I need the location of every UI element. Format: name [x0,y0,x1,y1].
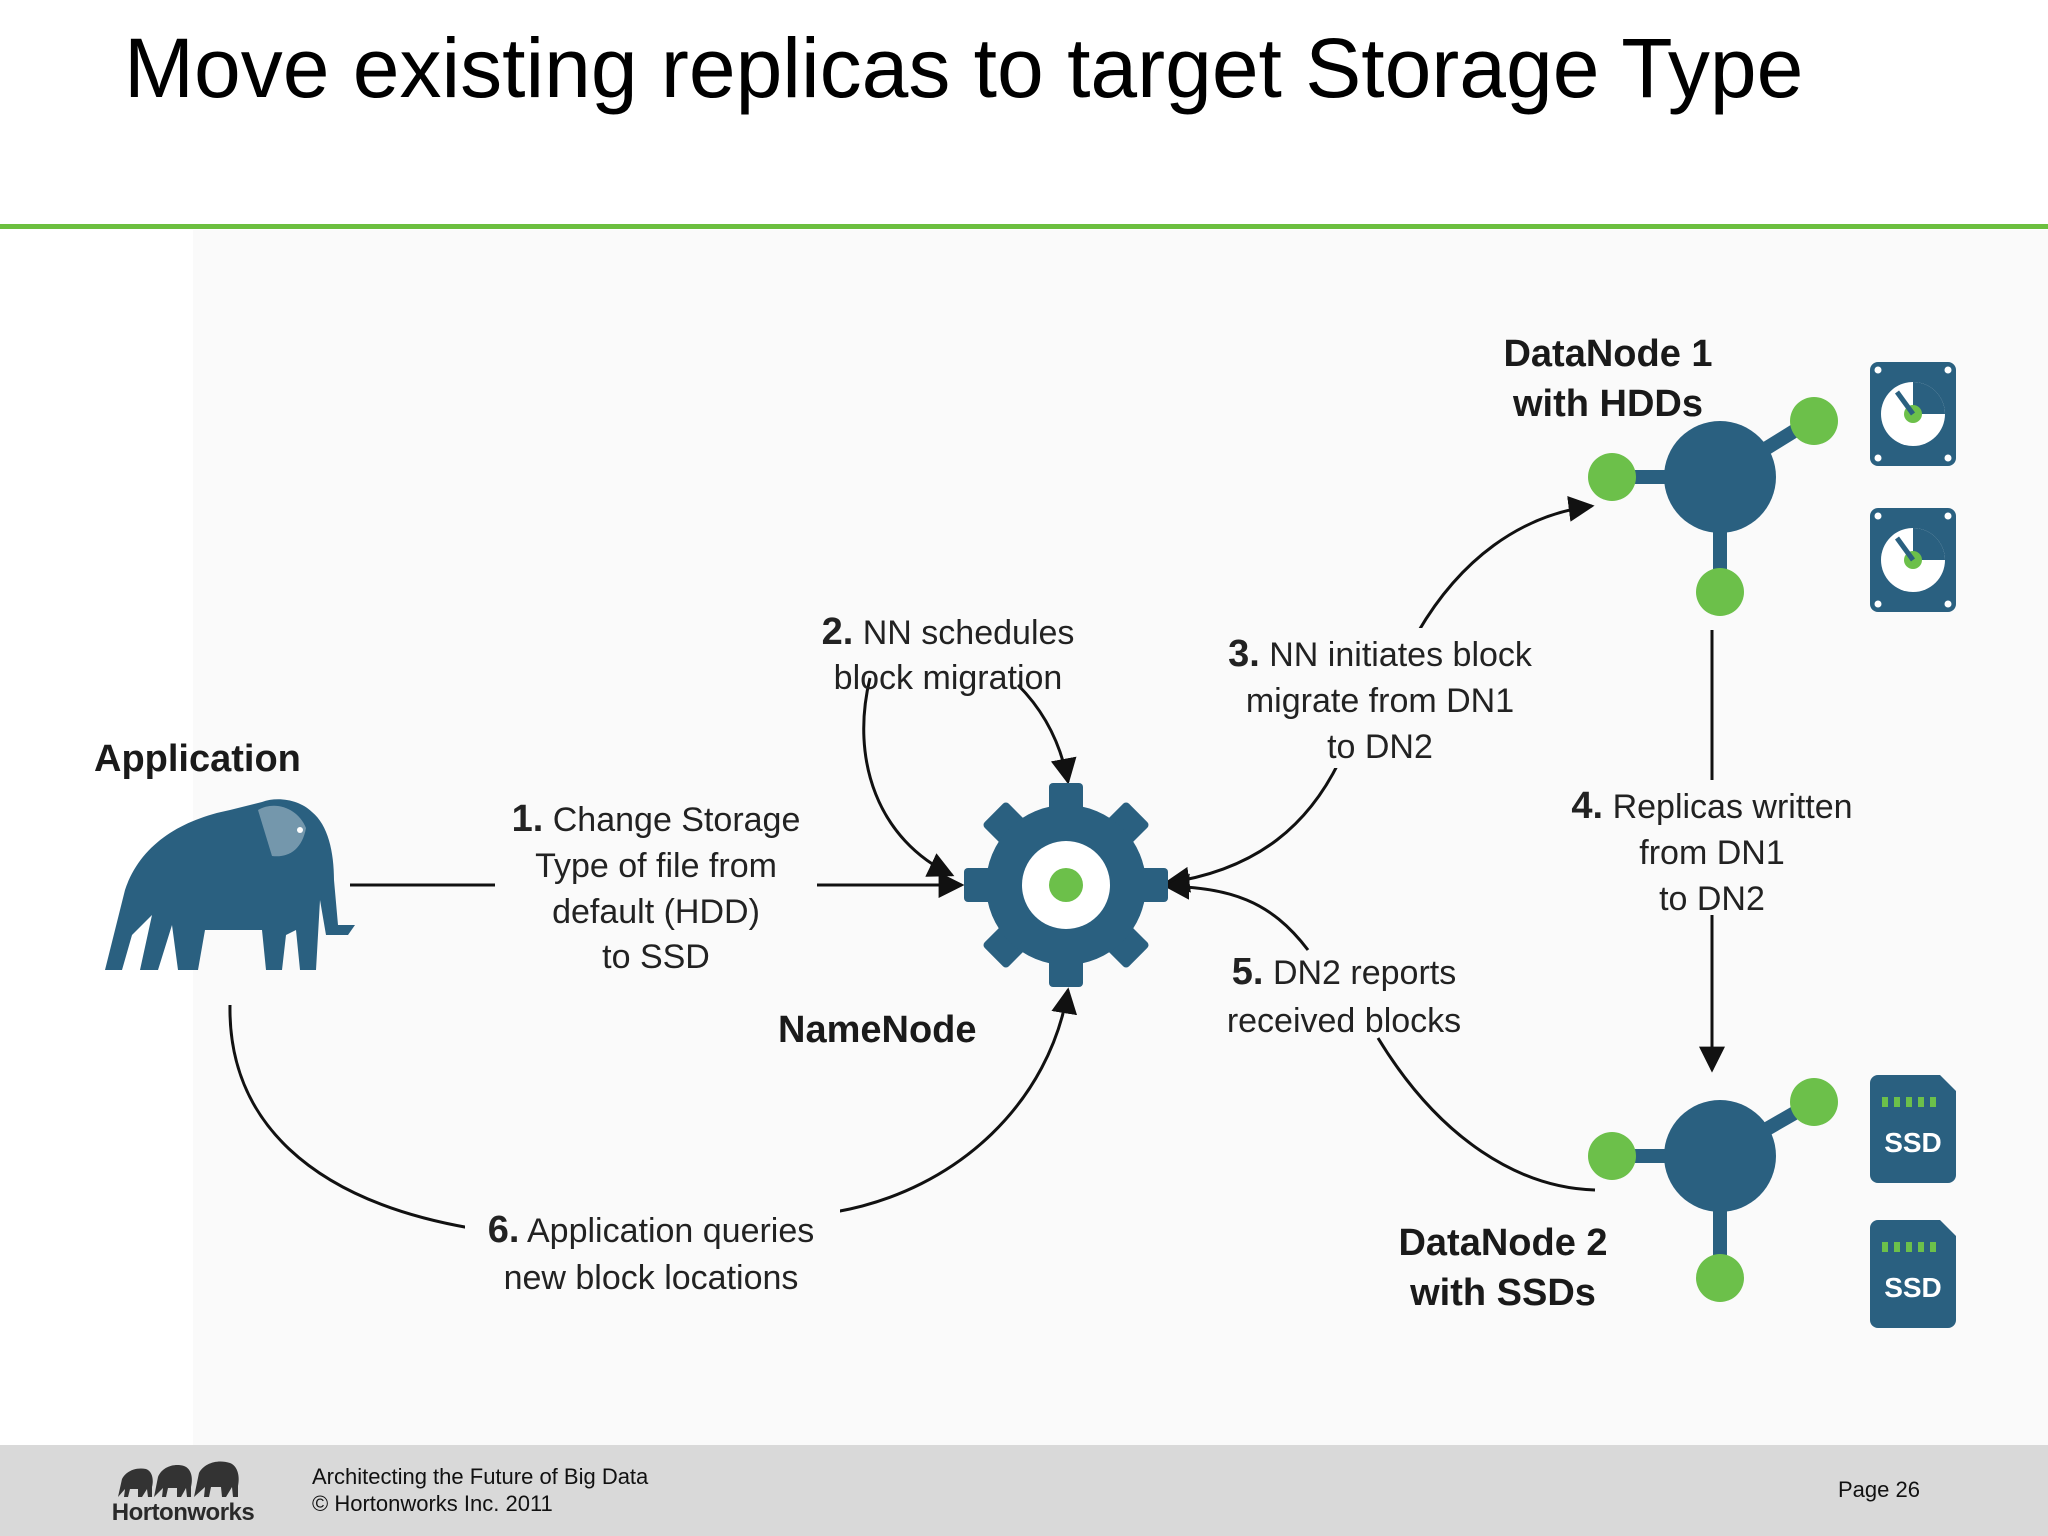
step2-number: 2. [822,611,854,653]
connectors [228,496,1725,1230]
slide-footer: Hortonworks Architecting the Future of B… [0,1445,2048,1536]
step1-line1: Change Storage [553,801,801,839]
svg-text:5. DN2 reports: 5. DN2 reports [1232,951,1456,993]
gear-icon [964,783,1168,987]
hortonworks-logo: Hortonworks [98,1457,268,1529]
step1-label: 1. Change Storage Type of file from defa… [495,795,817,976]
step3-number: 3. [1228,633,1260,675]
step5-label: 5. DN2 reports received blocks [1227,951,1461,1040]
datanode2-label-line1: DataNode 2 [1398,1222,1607,1264]
step6-label: 6. Application queries new block locatio… [465,1200,840,1297]
step1-number: 1. [512,798,544,840]
arrow-step3-to-namenode [1163,759,1342,893]
step1-line4: to SSD [602,938,710,976]
elephant-icon [105,799,355,970]
logo-text: Hortonworks [111,1499,255,1526]
namenode-label: NameNode [778,1009,977,1051]
ssd-icon: SSD [1870,1220,1956,1328]
arrow-step3-to-datanode1 [1416,496,1595,633]
step2-label: 2. NN schedules block migration [822,611,1075,697]
step5-line2: received blocks [1227,1002,1461,1040]
slide-title: Move existing replicas to target Storage… [124,21,1804,115]
step6-line2: new block locations [504,1259,799,1297]
svg-text:6. Application queries: 6. Application queries [488,1209,815,1251]
step6-line1: Application queries [527,1212,814,1250]
arrow-step6-right [834,987,1078,1214]
arrow-step2-left-curve [862,677,955,877]
datanode1-label-line1: DataNode 1 [1503,333,1712,375]
step3-label: 3. NN initiates block migrate from DN1 t… [1210,628,1550,768]
datanode1-label-line2: with HDDs [1512,383,1703,425]
step3-line2: migrate from DN1 [1246,682,1514,720]
ssd-label: SSD [1884,1127,1942,1158]
hdd-icon [1870,362,1956,466]
node-labels: Application NameNode DataNode 1 with HDD… [94,333,1713,1314]
step5-number: 5. [1232,951,1264,993]
logo-elephants-icon [118,1461,239,1497]
storage-migration-diagram: SSD SSD Application NameNode DataNode 1 … [94,333,1956,1328]
svg-text:1. Change Storage: 1. Change Storage [512,798,801,840]
step6-number: 6. [488,1209,520,1251]
svg-text:4. Replicas written: 4. Replicas written [1571,785,1852,827]
ssd-icon: SSD [1870,1075,1956,1183]
arrow-step5-to-namenode [1163,873,1310,951]
arrow-step5-from-datanode2 [1376,1037,1596,1192]
step3-line3: to DN2 [1327,728,1433,766]
svg-text:3. NN initiates block: 3. NN initiates block [1228,633,1533,675]
svg-text:2. NN schedules: 2. NN schedules [822,611,1075,653]
step2-line2: block migration [834,659,1063,697]
footer-tagline: Architecting the Future of Big Data [312,1464,649,1489]
hdd-icon [1870,508,1956,612]
step-labels: 1. Change Storage Type of file from defa… [465,611,1880,1297]
step4-number: 4. [1571,785,1603,827]
footer-copyright: © Hortonworks Inc. 2011 [312,1491,553,1516]
title-divider [0,224,2048,229]
step4-line3: to DN2 [1659,880,1765,918]
page-number: Page 26 [1838,1477,1920,1502]
step1-line3: default (HDD) [552,893,760,931]
datanode2-label-line2: with SSDs [1409,1272,1596,1314]
step3-line1: NN initiates block [1269,636,1533,674]
step4-line1: Replicas written [1613,788,1853,826]
step4-line2: from DN1 [1639,834,1784,872]
datanode1-hub [1588,397,1838,616]
ssd-label: SSD [1884,1272,1942,1303]
step2-line1: NN schedules [863,614,1075,652]
step4-label: 4. Replicas written from DN1 to DN2 [1545,780,1880,918]
arrow-step2-to-namenode [1016,683,1077,785]
application-label: Application [94,738,301,780]
arrow-step6-left [228,1004,471,1230]
datanode2-hub [1588,1078,1838,1302]
step1-line2: Type of file from [535,847,777,885]
step5-line1: DN2 reports [1273,954,1456,992]
